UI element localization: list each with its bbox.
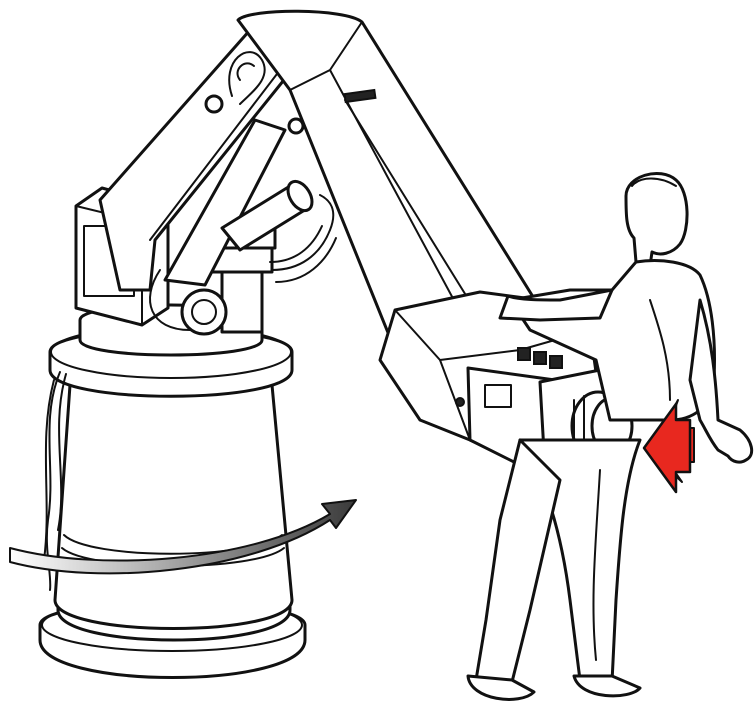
robot-base <box>40 305 305 678</box>
